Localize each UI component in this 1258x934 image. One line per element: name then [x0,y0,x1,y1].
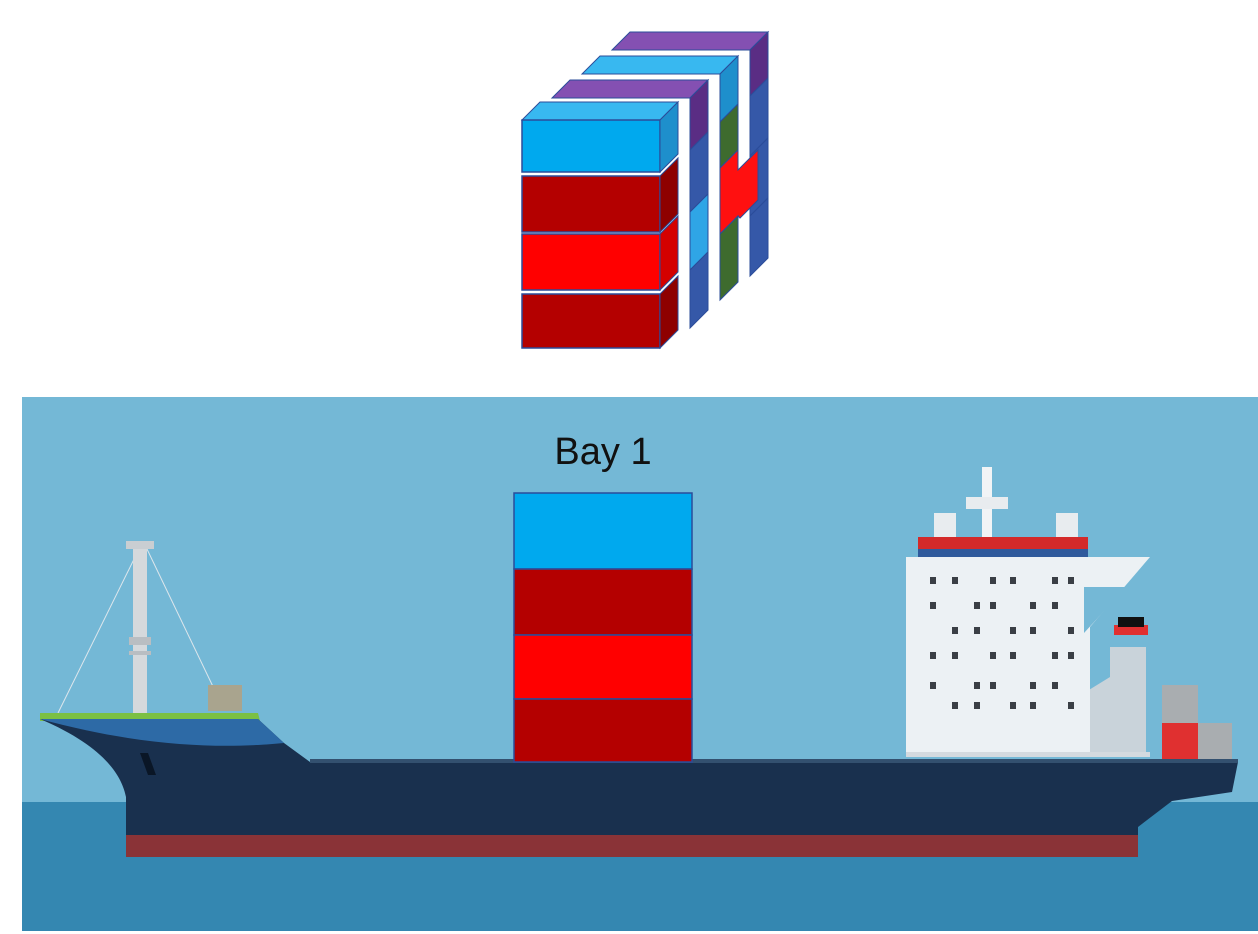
window [1068,652,1074,659]
window [952,702,958,709]
window [990,602,996,609]
window [1052,577,1058,584]
window [1010,652,1016,659]
window [952,627,958,634]
window [1010,627,1016,634]
window [1010,702,1016,709]
window [974,602,980,609]
window [930,577,936,584]
bay-1-stack [513,492,693,763]
window [974,682,980,689]
window [1030,702,1036,709]
window [974,702,980,709]
window [1030,682,1036,689]
bay-1-container-tier-2 [513,634,693,700]
ship-scene [22,397,1258,931]
window [1030,602,1036,609]
window [952,577,958,584]
window [1068,577,1074,584]
window [990,682,996,689]
window [990,652,996,659]
second-column [550,78,710,330]
window [1052,652,1058,659]
stern-containers [1162,685,1232,761]
window [1010,577,1016,584]
bay-1-container-tier-1 [513,698,693,763]
window [952,652,958,659]
bow-mast [57,541,242,717]
hull-stripe [126,835,1138,857]
superstructure [906,467,1150,757]
bay-1-container-tier-3 [513,568,693,636]
window [930,602,936,609]
window [974,627,980,634]
hull [40,719,1238,835]
container-stack-3d [520,30,770,350]
front-column [520,100,680,350]
window [990,577,996,584]
deck-rail [310,759,1238,763]
window [1068,627,1074,634]
superstructure-windows [930,577,1074,709]
window [930,682,936,689]
window [1068,702,1074,709]
window [1052,682,1058,689]
window [1052,602,1058,609]
third-column [580,54,759,302]
window [1030,627,1036,634]
bay-1-container-tier-4 [513,492,693,570]
window [930,652,936,659]
